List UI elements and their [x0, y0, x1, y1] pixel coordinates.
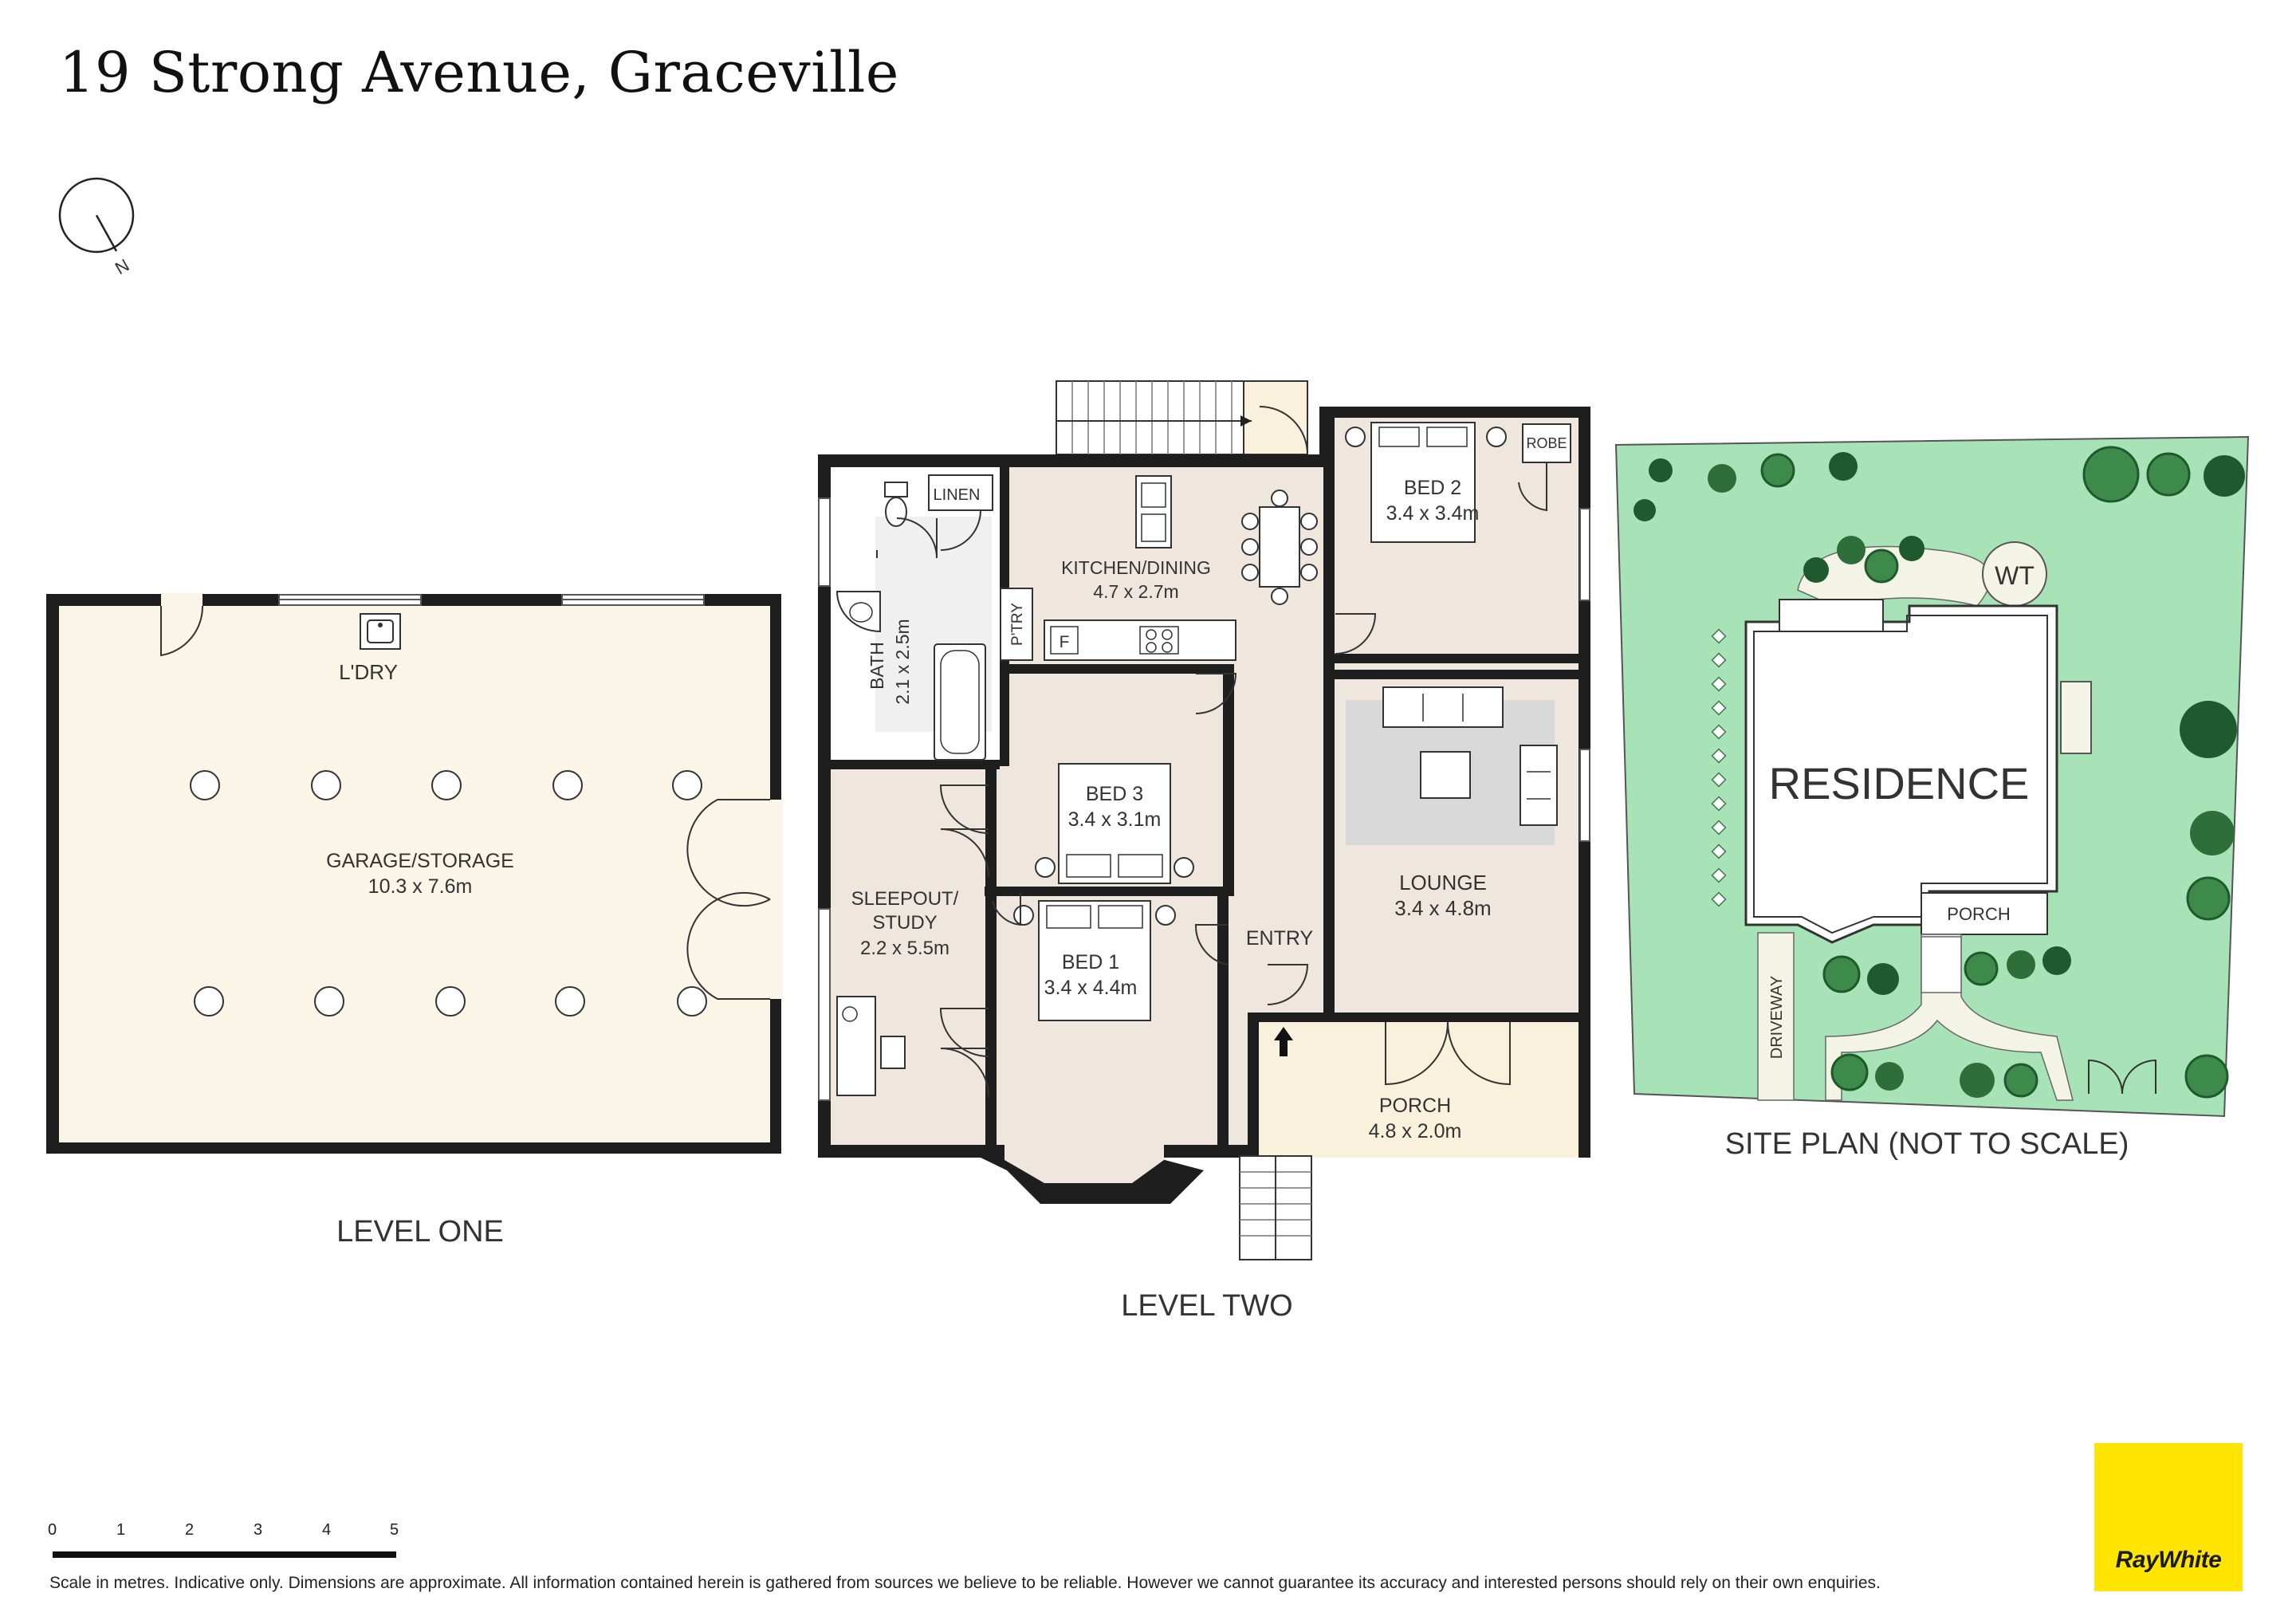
- disclaimer-text: Scale in metres. Indicative only. Dimens…: [49, 1574, 1881, 1592]
- bath-name: BATH: [867, 642, 887, 690]
- porch-dim: 4.8 x 2.0m: [1369, 1120, 1462, 1142]
- residence-label: RESIDENCE: [1769, 758, 2030, 808]
- kitchen-dim: 4.7 x 2.7m: [1093, 581, 1178, 602]
- linen-label: LINEN: [934, 486, 981, 504]
- site-plan: RESIDENCE WT PORCH DRIVEWAY: [1614, 435, 2250, 1118]
- scale-tick-4: 4: [322, 1521, 332, 1539]
- sleepout-dim: 2.2 x 5.5m: [860, 938, 949, 959]
- garage-dim: 10.3 x 7.6m: [368, 875, 473, 898]
- sleepout-name-1: SLEEPOUT/: [851, 888, 959, 910]
- scale-tick-1: 1: [116, 1521, 126, 1539]
- garage-name: GARAGE/STORAGE: [326, 850, 514, 872]
- scale-tick-2: 2: [185, 1521, 195, 1539]
- water-tank-label: WT: [1995, 561, 2035, 590]
- scale-bar: [53, 1551, 396, 1558]
- compass-icon: N: [58, 177, 135, 279]
- robe-label: ROBE: [1526, 435, 1567, 451]
- sleepout-name-2: STUDY: [872, 912, 937, 934]
- bed1-dim: 3.4 x 4.4m: [1044, 977, 1138, 999]
- level-one-plan: L'DRY GARAGE/STORAGE 10.3 x 7.6m: [46, 593, 783, 1154]
- bath-dim: 2.1 x 2.5m: [892, 619, 913, 704]
- level-two-plan: LINEN KITCHEN/DINING 4.7 x 2.7m P'TRY F …: [818, 380, 1590, 1260]
- compass-label: N: [112, 255, 132, 279]
- scale-tick-3: 3: [254, 1521, 263, 1539]
- bed2-name: BED 2: [1404, 477, 1461, 499]
- level-one-label: LEVEL ONE: [336, 1215, 504, 1248]
- lounge-dim: 3.4 x 4.8m: [1394, 896, 1491, 920]
- bed3-dim: 3.4 x 3.1m: [1068, 808, 1162, 831]
- bed3-name: BED 3: [1086, 783, 1143, 805]
- kitchen-name: KITCHEN/DINING: [1061, 557, 1211, 578]
- entry-label: ENTRY: [1246, 927, 1314, 950]
- level-two-label: LEVEL TWO: [1121, 1289, 1292, 1323]
- scale-tick-0: 0: [48, 1521, 57, 1539]
- fridge-label: F: [1060, 633, 1070, 651]
- scale-tick-5: 5: [390, 1521, 399, 1539]
- laundry-label: L'DRY: [339, 660, 398, 684]
- pantry-label: P'TRY: [1009, 603, 1026, 646]
- garage-floor: [59, 606, 770, 1142]
- lounge-name: LOUNGE: [1399, 871, 1487, 895]
- bed2-dim: 3.4 x 3.4m: [1386, 502, 1480, 525]
- bed1-name: BED 1: [1062, 951, 1119, 973]
- page-title: 19 Strong Avenue, Graceville: [59, 40, 899, 105]
- raywhite-logo: RayWhite: [2094, 1443, 2243, 1591]
- driveway-label: DRIVEWAY: [1768, 976, 1786, 1059]
- brand-wordmark: RayWhite: [2115, 1547, 2222, 1573]
- site-porch-label: PORCH: [1947, 904, 2010, 924]
- porch-name: PORCH: [1379, 1095, 1451, 1117]
- site-plan-label: SITE PLAN (NOT TO SCALE): [1725, 1127, 2129, 1161]
- tree-icons: [1634, 446, 2245, 1099]
